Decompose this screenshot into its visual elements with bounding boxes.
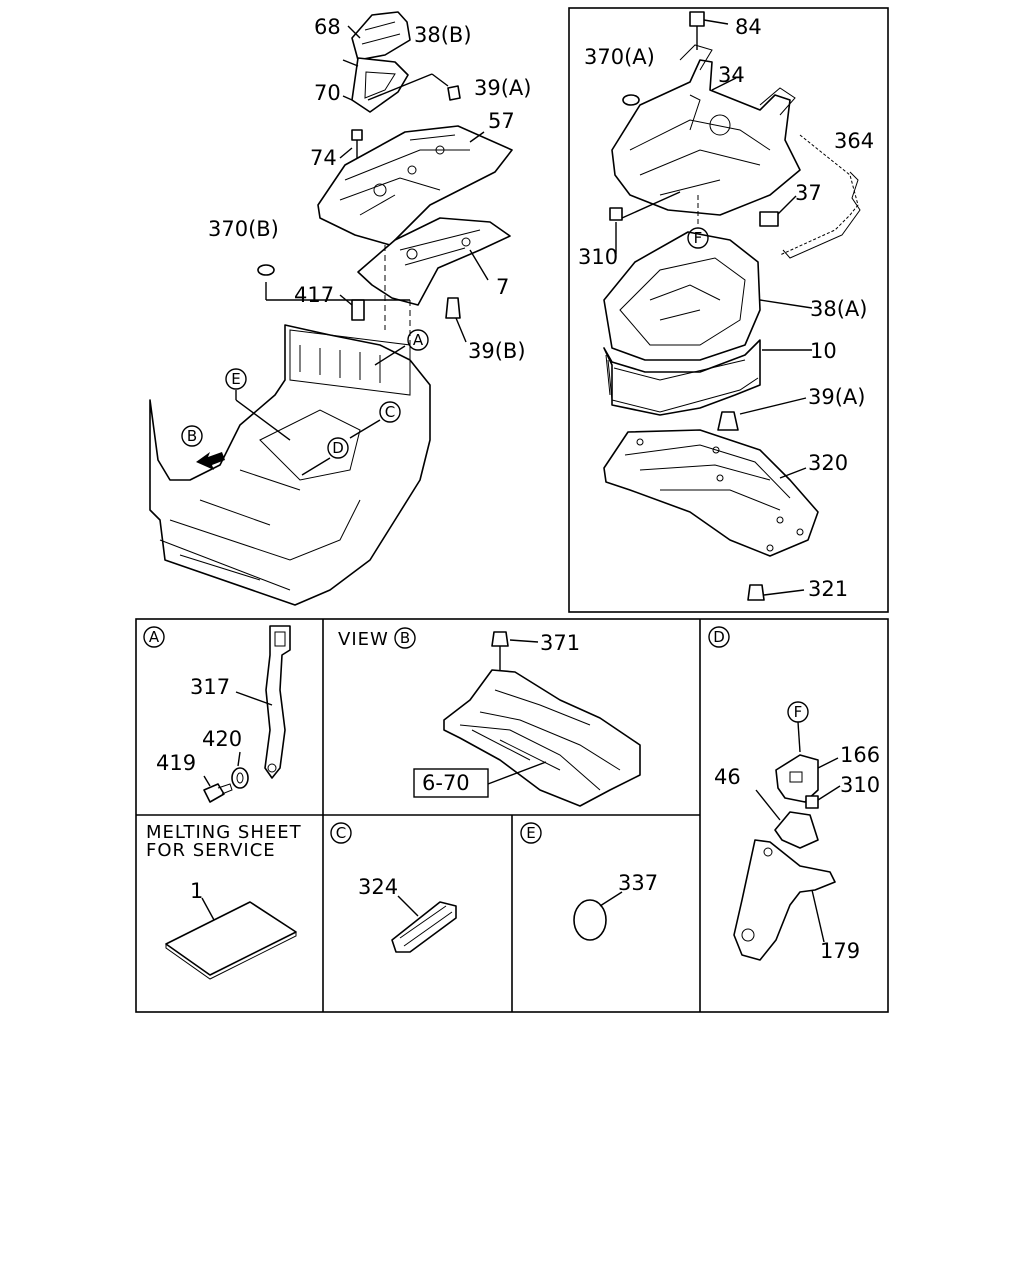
plug-370b xyxy=(257,264,275,276)
tank-cover-34 xyxy=(611,59,801,216)
svg-text:E: E xyxy=(231,370,240,388)
bolt-310 xyxy=(609,207,623,221)
floor-insulator xyxy=(443,669,641,807)
skid-plate-320 xyxy=(603,429,819,557)
label-70: 70 xyxy=(314,81,341,105)
label-39b: 39(B) xyxy=(468,339,526,363)
label-10: 10 xyxy=(810,339,837,363)
svg-text:B: B xyxy=(187,427,197,445)
label-310: 310 xyxy=(578,245,618,269)
melting-sheet-1 xyxy=(165,901,297,976)
callout-b: B xyxy=(181,425,203,447)
bolt-39b xyxy=(445,297,461,319)
heat-shield-57 xyxy=(317,125,513,246)
gasket-38a xyxy=(603,231,761,361)
bolt-74 xyxy=(351,129,363,141)
fastener-371 xyxy=(491,631,509,647)
label-74: 74 xyxy=(310,146,337,170)
wire-364 xyxy=(779,134,859,256)
callout-c: C xyxy=(379,401,401,423)
callout-d: D xyxy=(327,437,349,459)
view-title: VIEW xyxy=(338,629,389,650)
label-419: 419 xyxy=(156,751,196,775)
melting-sheet-title: MELTING SHEET xyxy=(146,822,302,843)
detail-c: C xyxy=(330,822,457,953)
plug-337 xyxy=(573,899,607,941)
label-46: 46 xyxy=(714,765,741,789)
svg-text:C: C xyxy=(385,403,395,421)
fuel-tank-10 xyxy=(603,339,761,416)
label-364: 364 xyxy=(834,129,874,153)
label-ref-6-70: 6-70 xyxy=(422,771,470,795)
label-34: 34 xyxy=(718,63,745,87)
label-337: 337 xyxy=(618,871,658,895)
heat-shield-68 xyxy=(351,11,411,61)
stay-179 xyxy=(733,839,836,961)
bolt-419 xyxy=(203,783,225,803)
label-39a-tank: 39(A) xyxy=(808,385,865,409)
label-370b: 370(B) xyxy=(208,217,279,241)
plug-370a xyxy=(622,94,640,106)
bolt-310-d xyxy=(805,795,819,809)
label-84: 84 xyxy=(735,15,762,39)
label-317: 317 xyxy=(190,675,230,699)
label-179: 179 xyxy=(820,939,860,963)
label-371: 371 xyxy=(540,631,580,655)
ref-box xyxy=(413,768,489,798)
view-b: VIEW B xyxy=(338,627,641,807)
label-1: 1 xyxy=(190,879,203,903)
label-310-d: 310 xyxy=(840,773,880,797)
fuel-tank-assembly xyxy=(603,11,861,601)
detail-d: D F xyxy=(708,626,841,961)
rubber-37 xyxy=(759,211,779,227)
bracket-166 xyxy=(775,754,819,803)
label-38a: 38(A) xyxy=(810,297,867,321)
label-57: 57 xyxy=(488,109,515,133)
label-324: 324 xyxy=(358,875,398,899)
label-39a-top: 39(A) xyxy=(474,76,531,100)
svg-text:D: D xyxy=(332,439,344,457)
bracket-46 xyxy=(774,811,819,849)
label-370a: 370(A) xyxy=(584,45,655,69)
bolt-84 xyxy=(689,11,705,27)
svg-text:C: C xyxy=(336,824,346,842)
svg-text:B: B xyxy=(400,629,410,647)
svg-text:A: A xyxy=(149,628,160,646)
detail-e: E xyxy=(520,822,623,941)
label-320: 320 xyxy=(808,451,848,475)
label-37: 37 xyxy=(795,181,822,205)
washer-420 xyxy=(231,767,249,789)
label-166: 166 xyxy=(840,743,880,767)
label-68: 68 xyxy=(314,15,341,39)
clip-324 xyxy=(391,901,457,953)
callout-f: F xyxy=(687,227,709,249)
view-arrow-b xyxy=(196,452,225,470)
main-assembly xyxy=(149,11,513,606)
svg-text:D: D xyxy=(713,628,725,646)
svg-text:F: F xyxy=(694,229,703,247)
callout-e: E xyxy=(225,368,247,390)
strap-317 xyxy=(264,625,291,779)
label-321: 321 xyxy=(808,577,848,601)
svg-text:F: F xyxy=(794,703,803,721)
bracket-7 xyxy=(357,217,511,306)
nut-417 xyxy=(351,299,365,321)
label-38b: 38(B) xyxy=(414,23,472,47)
melting-sheet-subtitle: FOR SERVICE xyxy=(146,840,276,861)
detail-a: A xyxy=(143,625,291,803)
bolt-39a-tank xyxy=(717,411,739,431)
svg-text:E: E xyxy=(526,824,535,842)
gasket-70 xyxy=(351,57,409,113)
bolt-39a xyxy=(447,85,461,101)
fuel-tank-frame xyxy=(568,7,889,613)
svg-text:A: A xyxy=(413,331,424,349)
callout-a: A xyxy=(407,329,429,351)
melting-sheet-panel: MELTING SHEET FOR SERVICE xyxy=(146,822,302,980)
label-420: 420 xyxy=(202,727,242,751)
label-417: 417 xyxy=(294,283,334,307)
label-7: 7 xyxy=(496,275,509,299)
bolt-321 xyxy=(747,584,765,601)
